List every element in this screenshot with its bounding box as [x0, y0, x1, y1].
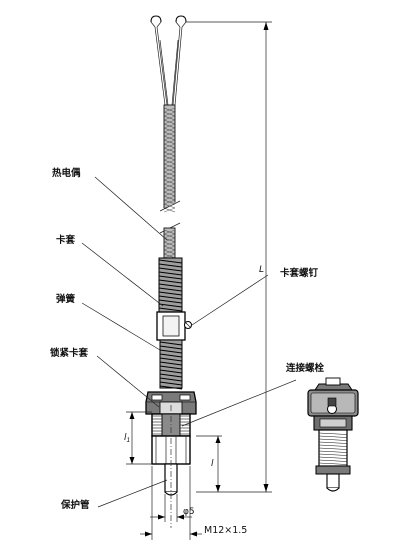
label-locking-ferrule: 锁紧卡套: [50, 347, 89, 359]
lead-wires: [150, 15, 187, 106]
dimension-thread-label: M12×1.5: [204, 525, 247, 536]
label-protection-tube: 保护管: [60, 499, 90, 511]
dimension-l-label: l: [211, 459, 214, 469]
ferrule-block: [156, 311, 192, 341]
dimension-diameter-label: φ5: [183, 507, 195, 517]
fork-terminal-right: [175, 15, 187, 23]
dimension-l1: [126, 411, 152, 465]
dimension-l: [196, 435, 222, 492]
label-ferrule: 卡套: [56, 234, 76, 246]
detail-view-bolt: [307, 377, 359, 492]
dimension-l1-label: l1: [124, 433, 130, 444]
dimension-diameter: [150, 494, 192, 522]
label-spring: 弹簧: [56, 293, 76, 305]
fork-terminal-left: [150, 15, 162, 23]
leader-lines: [81, 176, 297, 508]
braided-cable: [159, 104, 181, 261]
dimension-L: [186, 21, 272, 493]
spring: [158, 257, 183, 313]
label-thermocouple: 热电偶: [52, 167, 81, 179]
label-ferrule-screw: 卡套螺钉: [280, 267, 319, 279]
label-connecting-bolt: 连接螺栓: [286, 362, 325, 374]
lower-spring: [159, 339, 183, 390]
dimension-thread: [140, 466, 202, 540]
dimension-L-label: L: [259, 265, 264, 275]
